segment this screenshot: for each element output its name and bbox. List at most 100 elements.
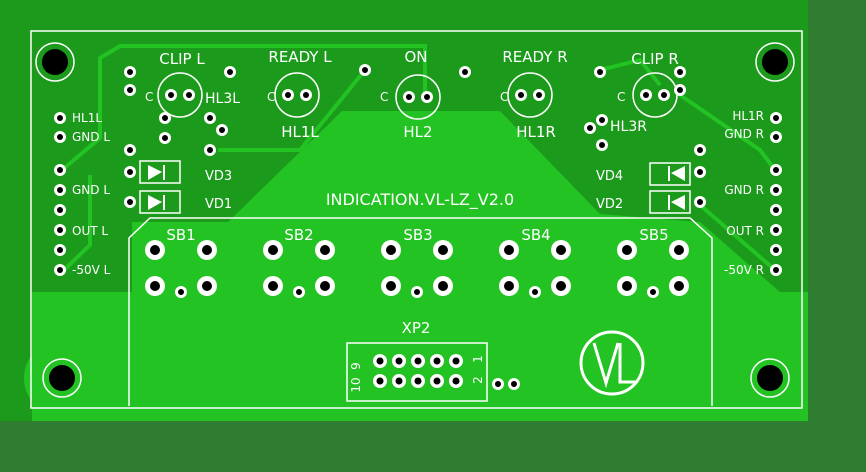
pin-label-gnd-r: GND R: [724, 183, 764, 197]
led-ready-r-outline: [507, 72, 553, 118]
trace-left-lower: [60, 175, 92, 274]
via-pad: [584, 122, 596, 134]
board-outline: [30, 30, 803, 409]
mounting-holes: [42, 49, 788, 391]
copper-pour: [32, 111, 808, 421]
vd1-bar: [163, 195, 165, 210]
right-header-pin: [770, 204, 782, 216]
ref-hl1l: HL1L: [281, 123, 319, 141]
cathode-mark-clip-r: C: [617, 90, 625, 104]
pin-label-gnd-r-top: GND R: [724, 127, 764, 141]
trace-on-led: [218, 68, 367, 152]
sb1-label: SB1: [166, 226, 195, 244]
traces: [60, 44, 777, 274]
xp2-pin: [411, 374, 425, 388]
led-label-clip-l: CLIP L: [159, 50, 205, 68]
via-pad: [159, 112, 171, 124]
via-pad: [596, 114, 608, 126]
extra-pad: [492, 378, 504, 390]
via-pad: [674, 66, 686, 78]
right-header-pin: [770, 131, 782, 143]
button-pad: [197, 240, 217, 260]
via-pad: [359, 64, 371, 76]
xp2-pin: [392, 354, 406, 368]
left-header-pin: [54, 204, 66, 216]
led-pad: [165, 89, 177, 101]
button-center-pad: [293, 286, 305, 298]
xp2-outline: [346, 342, 488, 402]
button-pad: [499, 276, 519, 296]
pin-label-gnd-l: GND L: [72, 183, 110, 197]
button-pad: [145, 276, 165, 296]
right-header-pin: [770, 224, 782, 236]
cathode-mark-on: C: [380, 90, 388, 104]
diode-symbols: [148, 165, 685, 210]
led-pad: [640, 89, 652, 101]
xp2-pin-1: 1: [471, 355, 485, 363]
vd3-bar: [163, 165, 165, 180]
xp2-pin: [373, 354, 387, 368]
button-pad: [315, 240, 335, 260]
mount-ring-top-right: [755, 42, 795, 82]
led-pad: [282, 89, 294, 101]
cathode-mark-ready-r: C: [500, 90, 508, 104]
xp2-pin: [430, 374, 444, 388]
left-header-pin: [54, 164, 66, 176]
pin-label-50v-r: -50V R: [724, 263, 764, 277]
button-pad: [263, 240, 283, 260]
xp2-pin-2: 2: [471, 376, 485, 384]
button-pad: [433, 240, 453, 260]
via-pad: [216, 124, 228, 136]
right-header-pin: [770, 112, 782, 124]
vd2-bar: [668, 195, 670, 210]
xp2-pin: [449, 374, 463, 388]
via-pad: [124, 166, 136, 178]
via-pad: [124, 84, 136, 96]
xp2-pin: [430, 354, 444, 368]
via-pad: [694, 196, 706, 208]
ref-hl3l: HL3L: [205, 91, 240, 107]
button-center-pad: [647, 286, 659, 298]
pin-label-50v-l: -50V L: [72, 263, 111, 277]
button-pad: [669, 276, 689, 296]
trace-right-lower: [698, 203, 777, 272]
xp2-pin: [392, 374, 406, 388]
right-header-pin: [770, 264, 782, 276]
right-header-pin: [770, 164, 782, 176]
vd1-diode-icon: [148, 195, 162, 210]
xp2-pin: [411, 354, 425, 368]
via-pad: [204, 144, 216, 156]
led-clip-l-outline: [157, 72, 203, 118]
vd2-label: VD2: [596, 197, 623, 212]
sb4-label: SB4: [521, 226, 550, 244]
led-pad: [515, 89, 527, 101]
right-header-pin: [770, 244, 782, 256]
vd4-diode-icon: [671, 166, 685, 181]
pin-label-out-l: OUT L: [72, 224, 108, 238]
via-pad: [694, 144, 706, 156]
sb5-label: SB5: [639, 226, 668, 244]
button-pad: [433, 276, 453, 296]
sb2-label: SB2: [284, 226, 313, 244]
trace-top-left: [60, 44, 427, 172]
button-pad: [145, 240, 165, 260]
button-pad: [551, 240, 571, 260]
via-pad: [694, 166, 706, 178]
led-pad: [658, 89, 670, 101]
cathode-mark-ready-l: C: [267, 90, 275, 104]
vd4-label: VD4: [596, 169, 623, 184]
pin-label-gnd-l-top: GND L: [72, 130, 110, 144]
via-pad: [124, 196, 136, 208]
led-pad: [533, 89, 545, 101]
mount-hole-top-right: [762, 49, 788, 75]
led-label-ready-l: READY L: [268, 48, 332, 66]
vd1-label: VD1: [205, 197, 232, 212]
button-pad: [381, 276, 401, 296]
led-on-outline: [395, 74, 441, 120]
button-pad: [669, 240, 689, 260]
via-pad: [159, 132, 171, 144]
cathode-mark-clip-l: C: [145, 90, 153, 104]
ref-hl1r: HL1R: [516, 123, 556, 141]
button-area-outline: [128, 217, 713, 406]
vd3-label: VD3: [205, 169, 232, 184]
